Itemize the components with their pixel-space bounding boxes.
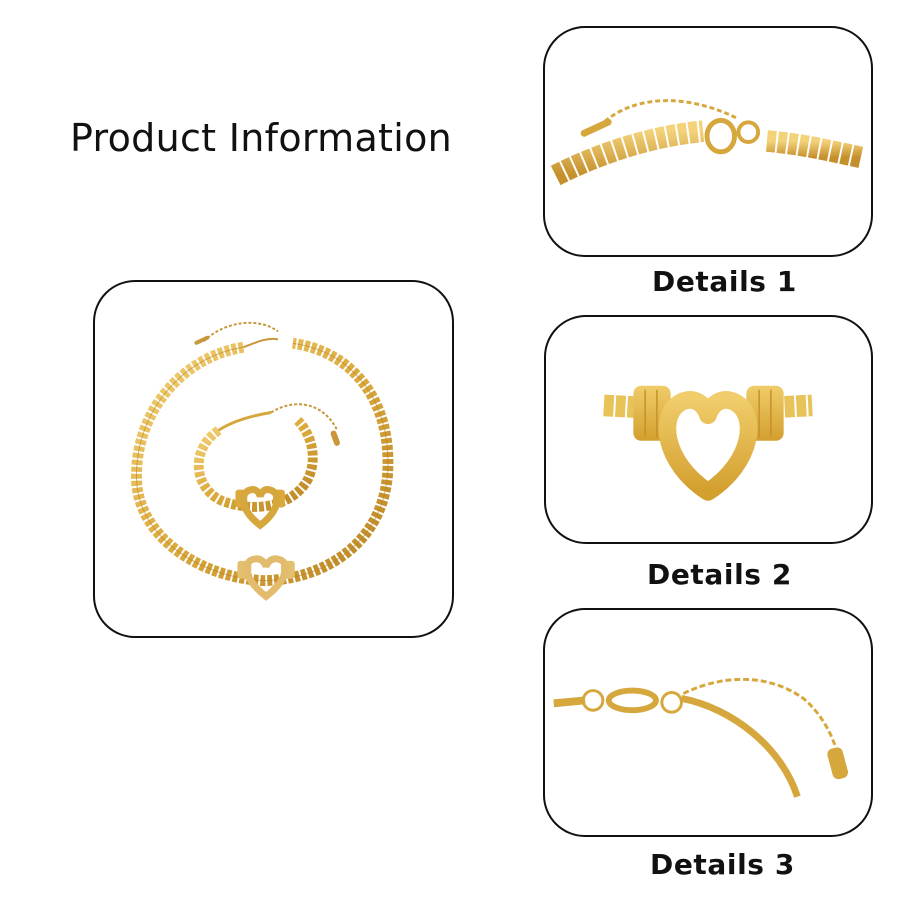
detail-1-label: Details 1 [652, 265, 798, 298]
necklace-bracelet-set-illustration [131, 321, 394, 601]
page-title: Product Information [70, 116, 453, 160]
main-product-image[interactable] [93, 280, 454, 638]
heart-closeup-illustration [603, 385, 813, 501]
detail-1-image[interactable] [543, 26, 873, 257]
detail-2-image[interactable] [544, 315, 873, 544]
clasp-closeup-illustration [550, 99, 865, 186]
detail-3-label: Details 3 [650, 848, 796, 881]
detail-2-label: Details 2 [647, 558, 793, 591]
detail-3-image[interactable] [543, 608, 873, 837]
bracelet-clasp-closeup-illustration [553, 677, 849, 798]
